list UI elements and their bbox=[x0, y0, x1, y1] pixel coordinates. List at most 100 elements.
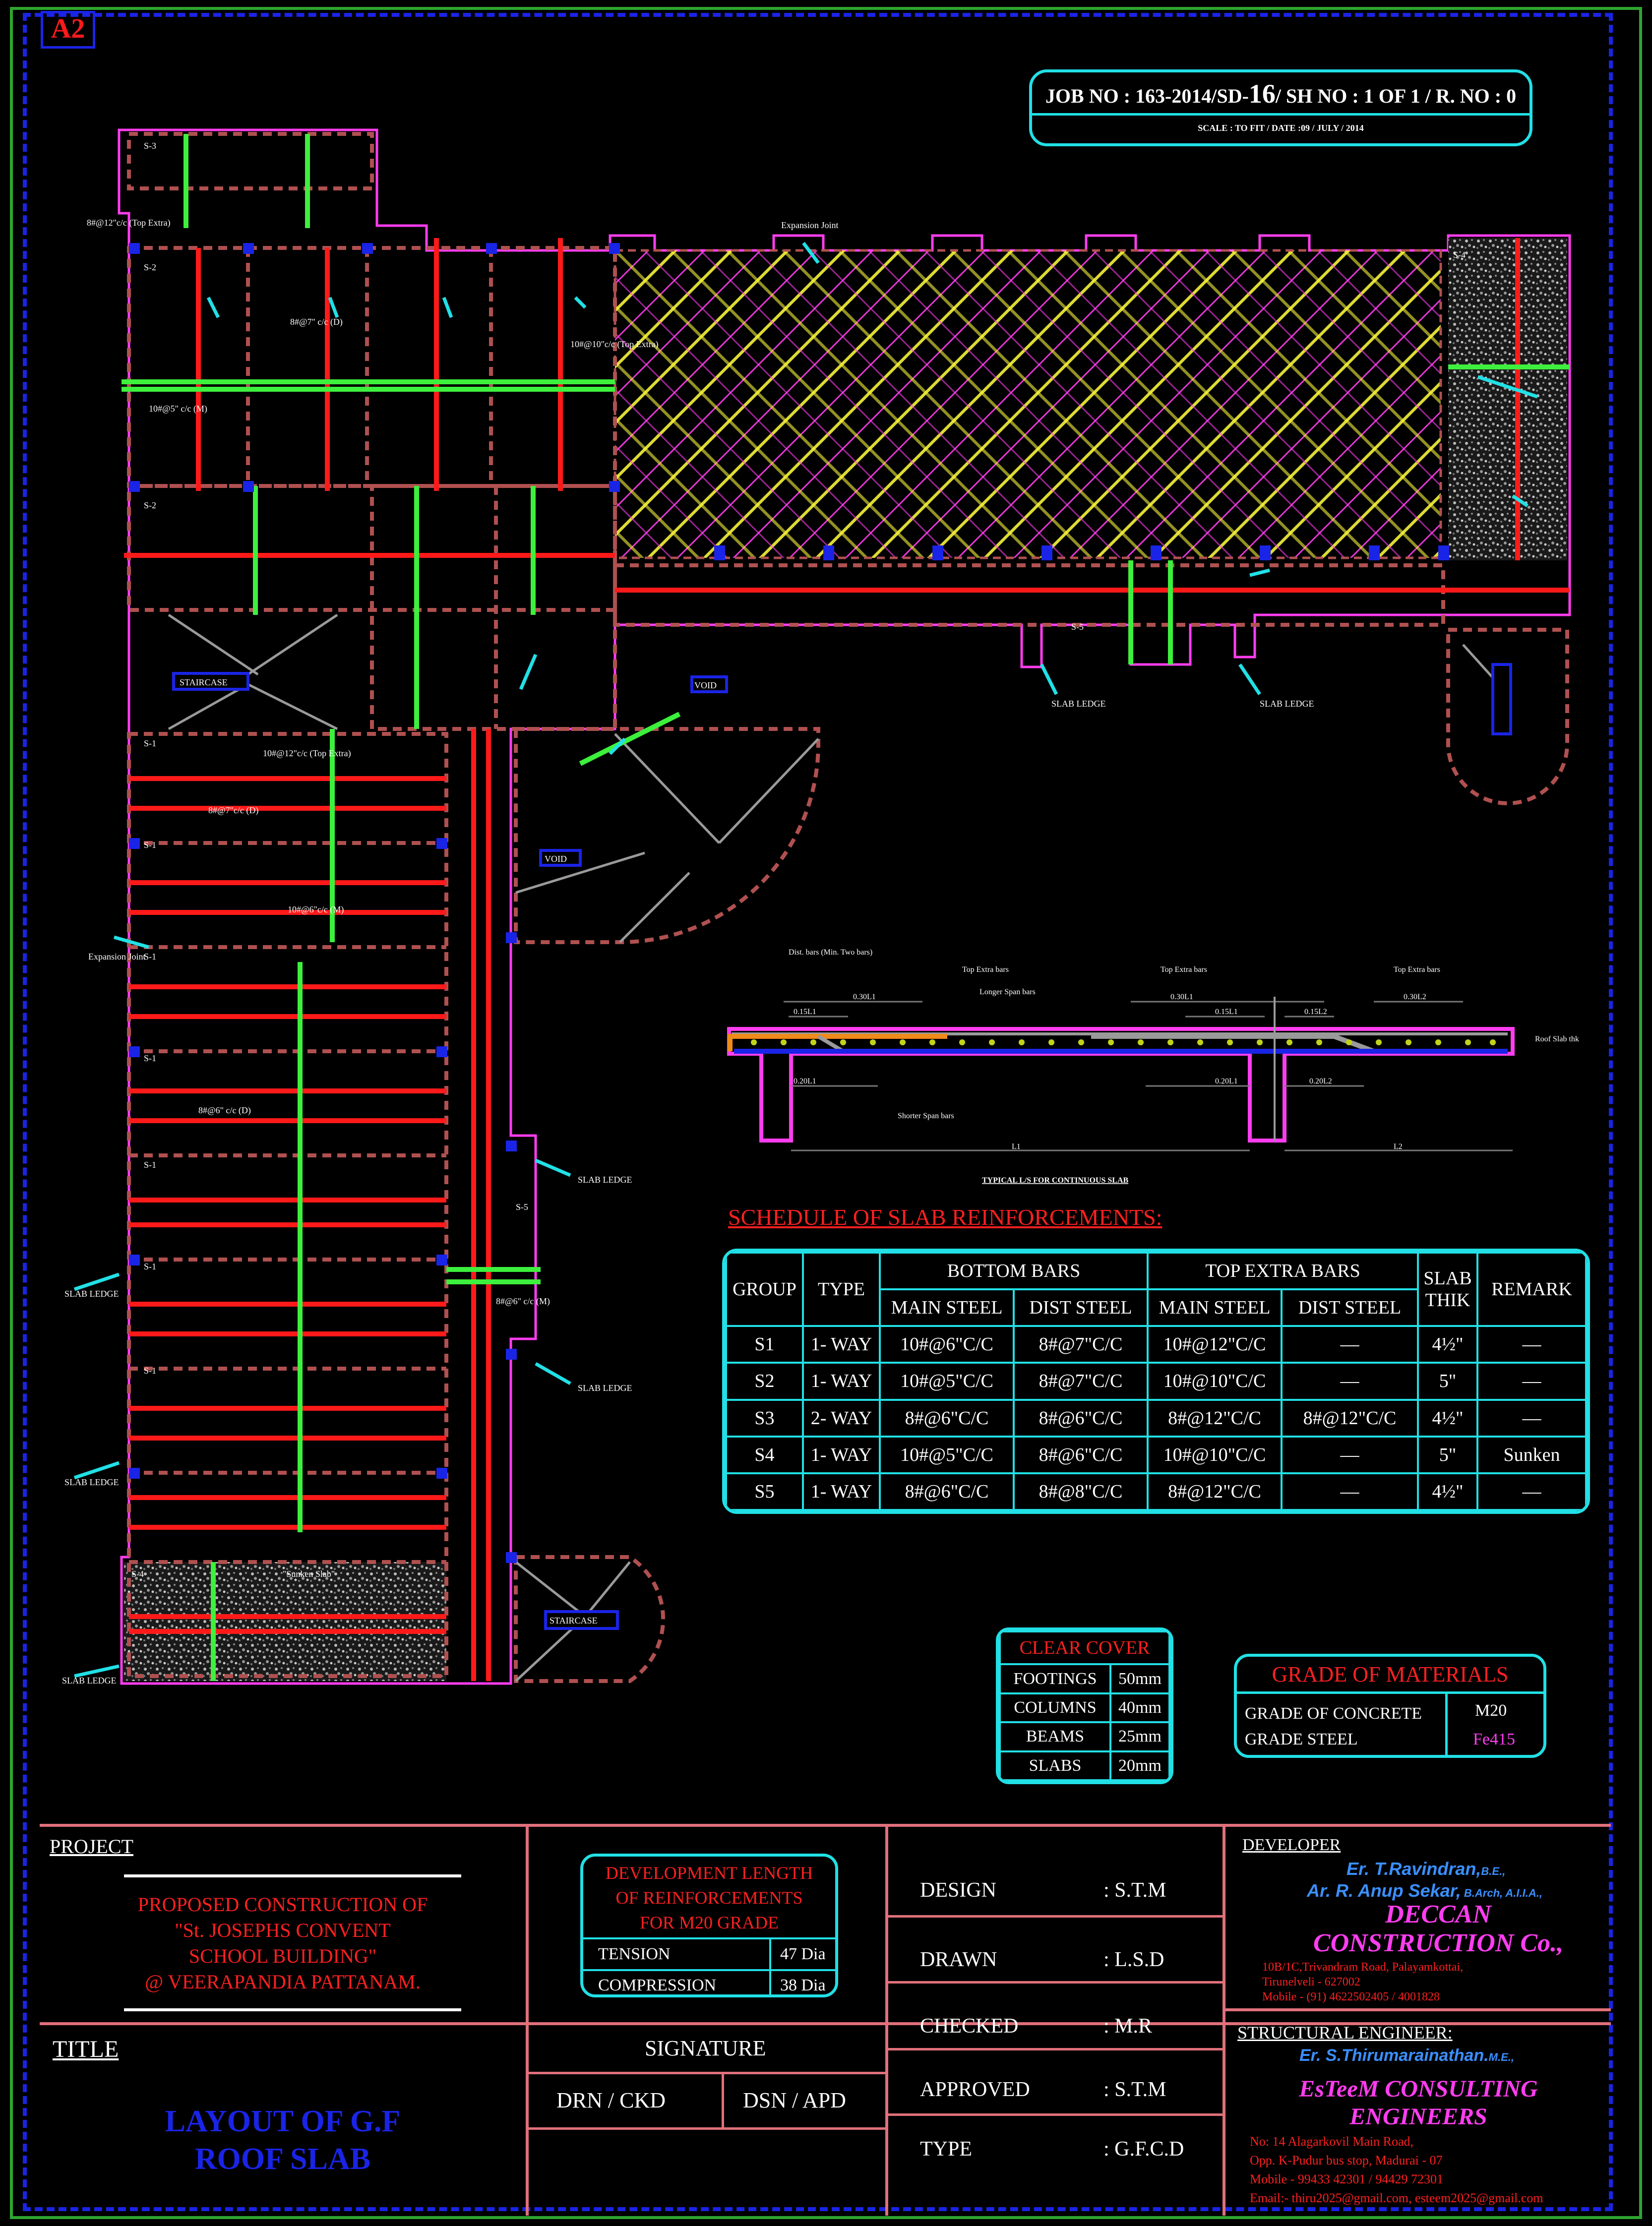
svg-text:L1: L1 bbox=[1012, 1143, 1021, 1151]
job-number-box: JOB NO : 163-2014/SD-16/ SH NO : 1 OF 1 … bbox=[1029, 69, 1532, 146]
svg-text:0.20L2: 0.20L2 bbox=[1309, 1077, 1332, 1085]
developer-name-2: Ar. R. Anup Sekar, B.Arch, A.I.I.A., bbox=[1307, 1880, 1542, 1901]
developer-company: DECCAN CONSTRUCTION Co., bbox=[1313, 1900, 1564, 1957]
role-design: DESIGN bbox=[920, 1879, 996, 1902]
slab-label: S-4 bbox=[1453, 250, 1466, 260]
slab-ledge-label: SLAB LEDGE bbox=[1051, 699, 1106, 709]
developer-name-1: Er. T.Ravindran,B.E., bbox=[1346, 1859, 1506, 1879]
slab-ledge-label: SLAB LEDGE bbox=[64, 1289, 119, 1299]
slab-label: S-4 bbox=[131, 1569, 144, 1579]
slab-label: S-1 bbox=[144, 1366, 156, 1376]
sunken-slab-label: "Sunken Slab" bbox=[283, 1569, 335, 1579]
col-group: GROUP bbox=[725, 1252, 804, 1327]
roof-slab-label: Roof Slab thk bbox=[1535, 1035, 1579, 1043]
expansion-joint-label: Expansion Joint bbox=[781, 220, 839, 230]
scale-date-line: SCALE : TO FIT / DATE :09 / JULY / 2014 bbox=[1198, 123, 1364, 133]
slab-reinforcement-schedule: GROUP TYPE BOTTOM BARS TOP EXTRA BARS SL… bbox=[722, 1249, 1590, 1514]
label-void-1: VOID bbox=[694, 680, 717, 690]
slab-label: S-5 bbox=[516, 1202, 528, 1212]
slab-label: S-2 bbox=[144, 500, 156, 510]
slab-ledge-label: SLAB LEDGE bbox=[578, 1175, 632, 1185]
svg-text:0.30L1: 0.30L1 bbox=[853, 993, 876, 1001]
rebar-note: 8#@6" c/c (M) bbox=[496, 1296, 550, 1307]
rebar-note: 10#@10"c/c (Top Extra) bbox=[570, 339, 659, 350]
rebar-note: 10#@12"c/c (Top Extra) bbox=[263, 748, 351, 759]
slab-label: S-1 bbox=[144, 840, 156, 850]
section-caption: TYPICAL L/S FOR CONTINUOUS SLAB bbox=[982, 1176, 1129, 1185]
shorter-span-label: Shorter Span bars bbox=[898, 1112, 954, 1120]
engineer-address: No: 14 Alagarkovil Main Road, Opp. K-Pud… bbox=[1250, 2134, 1543, 2205]
dsn-apd-label: DSN / APD bbox=[743, 2088, 846, 2112]
typical-section-detail: Dist. bars (Min. Two bars) Top Extra bar… bbox=[727, 948, 1579, 1185]
drn-ckd-label: DRN / CKD bbox=[556, 2088, 666, 2112]
slab-label: S-1 bbox=[144, 1053, 156, 1063]
project-heading: PROJECT bbox=[50, 1835, 133, 1858]
rebar-note: 8#@6" c/c (D) bbox=[198, 1105, 251, 1116]
col-remark: REMARK bbox=[1476, 1252, 1587, 1327]
rebar-note: 8#@7"c/c (D) bbox=[208, 805, 258, 816]
engineer-heading: STRUCTURAL ENGINEER: bbox=[1237, 2023, 1453, 2043]
grade-title: GRADE OF MATERIALS bbox=[1272, 1662, 1509, 1686]
svg-text:0.15L1: 0.15L1 bbox=[1215, 1008, 1238, 1016]
slab-ledge-label: SLAB LEDGE bbox=[578, 1383, 632, 1393]
svg-text:0.15L2: 0.15L2 bbox=[1304, 1008, 1327, 1016]
inner-dashed-frame bbox=[23, 13, 1613, 2211]
slab-label: S-2 bbox=[144, 262, 156, 272]
slab-ledge-label: SLAB LEDGE bbox=[64, 1477, 119, 1487]
title-heading: TITLE bbox=[53, 2036, 119, 2062]
role-drawn: DRAWN bbox=[920, 1948, 997, 1971]
development-length-table: DEVELOPMENT LENGTH OF REINFORCEMENTS FOR… bbox=[580, 1854, 838, 1997]
developer-heading: DEVELOPER bbox=[1242, 1836, 1341, 1854]
sheet-size-tag: A2 bbox=[41, 11, 95, 49]
svg-text:0.20L1: 0.20L1 bbox=[1215, 1077, 1238, 1085]
label-staircase-1: STAIRCASE bbox=[180, 677, 228, 687]
slab-label: S-1 bbox=[144, 952, 156, 962]
project-name: PROPOSED CONSTRUCTION OF "St. JOSEPHS CO… bbox=[137, 1893, 428, 1993]
role-type: TYPE bbox=[920, 2138, 972, 2161]
col-slab-thik: SLAB THIK bbox=[1417, 1252, 1478, 1327]
col-type: TYPE bbox=[802, 1252, 881, 1327]
slab-label: S-1 bbox=[144, 1160, 156, 1170]
sheet-number: 16 bbox=[1248, 79, 1276, 109]
slab-label: S-1 bbox=[144, 1262, 156, 1271]
job-number-line: JOB NO : 163-2014/SD-16/ SH NO : 1 OF 1 … bbox=[1045, 79, 1517, 109]
longer-span-label: Longer Span bars bbox=[979, 988, 1036, 996]
role-approved: APPROVED bbox=[920, 2078, 1030, 2101]
rebar-note: 10#@6"c/c (M) bbox=[288, 904, 344, 915]
top-extra-label: Top Extra bars bbox=[962, 965, 1009, 974]
svg-text:0.15L1: 0.15L1 bbox=[794, 1008, 816, 1016]
dist-bars-label: Dist. bars (Min. Two bars) bbox=[789, 948, 872, 957]
expansion-joint-label: Expansion Joint bbox=[88, 952, 146, 962]
svg-text:0.30L1: 0.30L1 bbox=[1170, 993, 1193, 1001]
rebar-note: 8#@7" c/c (D) bbox=[290, 317, 343, 327]
top-extra-label: Top Extra bars bbox=[1394, 965, 1440, 974]
svg-text:L2: L2 bbox=[1394, 1143, 1403, 1151]
label-staircase-2: STAIRCASE bbox=[550, 1616, 598, 1625]
signature-label: SIGNATURE bbox=[645, 2036, 766, 2060]
engineer-name: Er. S.Thirumarainathan.M.E., bbox=[1299, 2046, 1514, 2065]
rebar-note: 10#@5" c/c (M) bbox=[149, 404, 207, 414]
col-bottom-bars: BOTTOM BARS bbox=[879, 1252, 1149, 1291]
drawing-title: LAYOUT OF G.F ROOF SLAB bbox=[165, 2105, 401, 2176]
col-top-extra-bars: TOP EXTRA BARS bbox=[1147, 1252, 1419, 1291]
label-void-2: VOID bbox=[545, 854, 567, 864]
floor-plan-drawing: STAIRCASE VOID VOID STAIRCASE S-3 S-2 S-… bbox=[62, 128, 1571, 1685]
outer-frame bbox=[10, 7, 1642, 2219]
engineer-company: EsTeeM CONSULTING ENGINEERS bbox=[1299, 2076, 1538, 2130]
rebar-note: 8#@12"c/c (Top Extra) bbox=[87, 218, 171, 228]
grade-of-materials: GRADE OF MATERIALS GRADE OF CONCRETE M20… bbox=[1234, 1654, 1546, 1758]
svg-text:0.30L2: 0.30L2 bbox=[1404, 993, 1426, 1001]
slab-label: S-5 bbox=[1071, 622, 1084, 632]
